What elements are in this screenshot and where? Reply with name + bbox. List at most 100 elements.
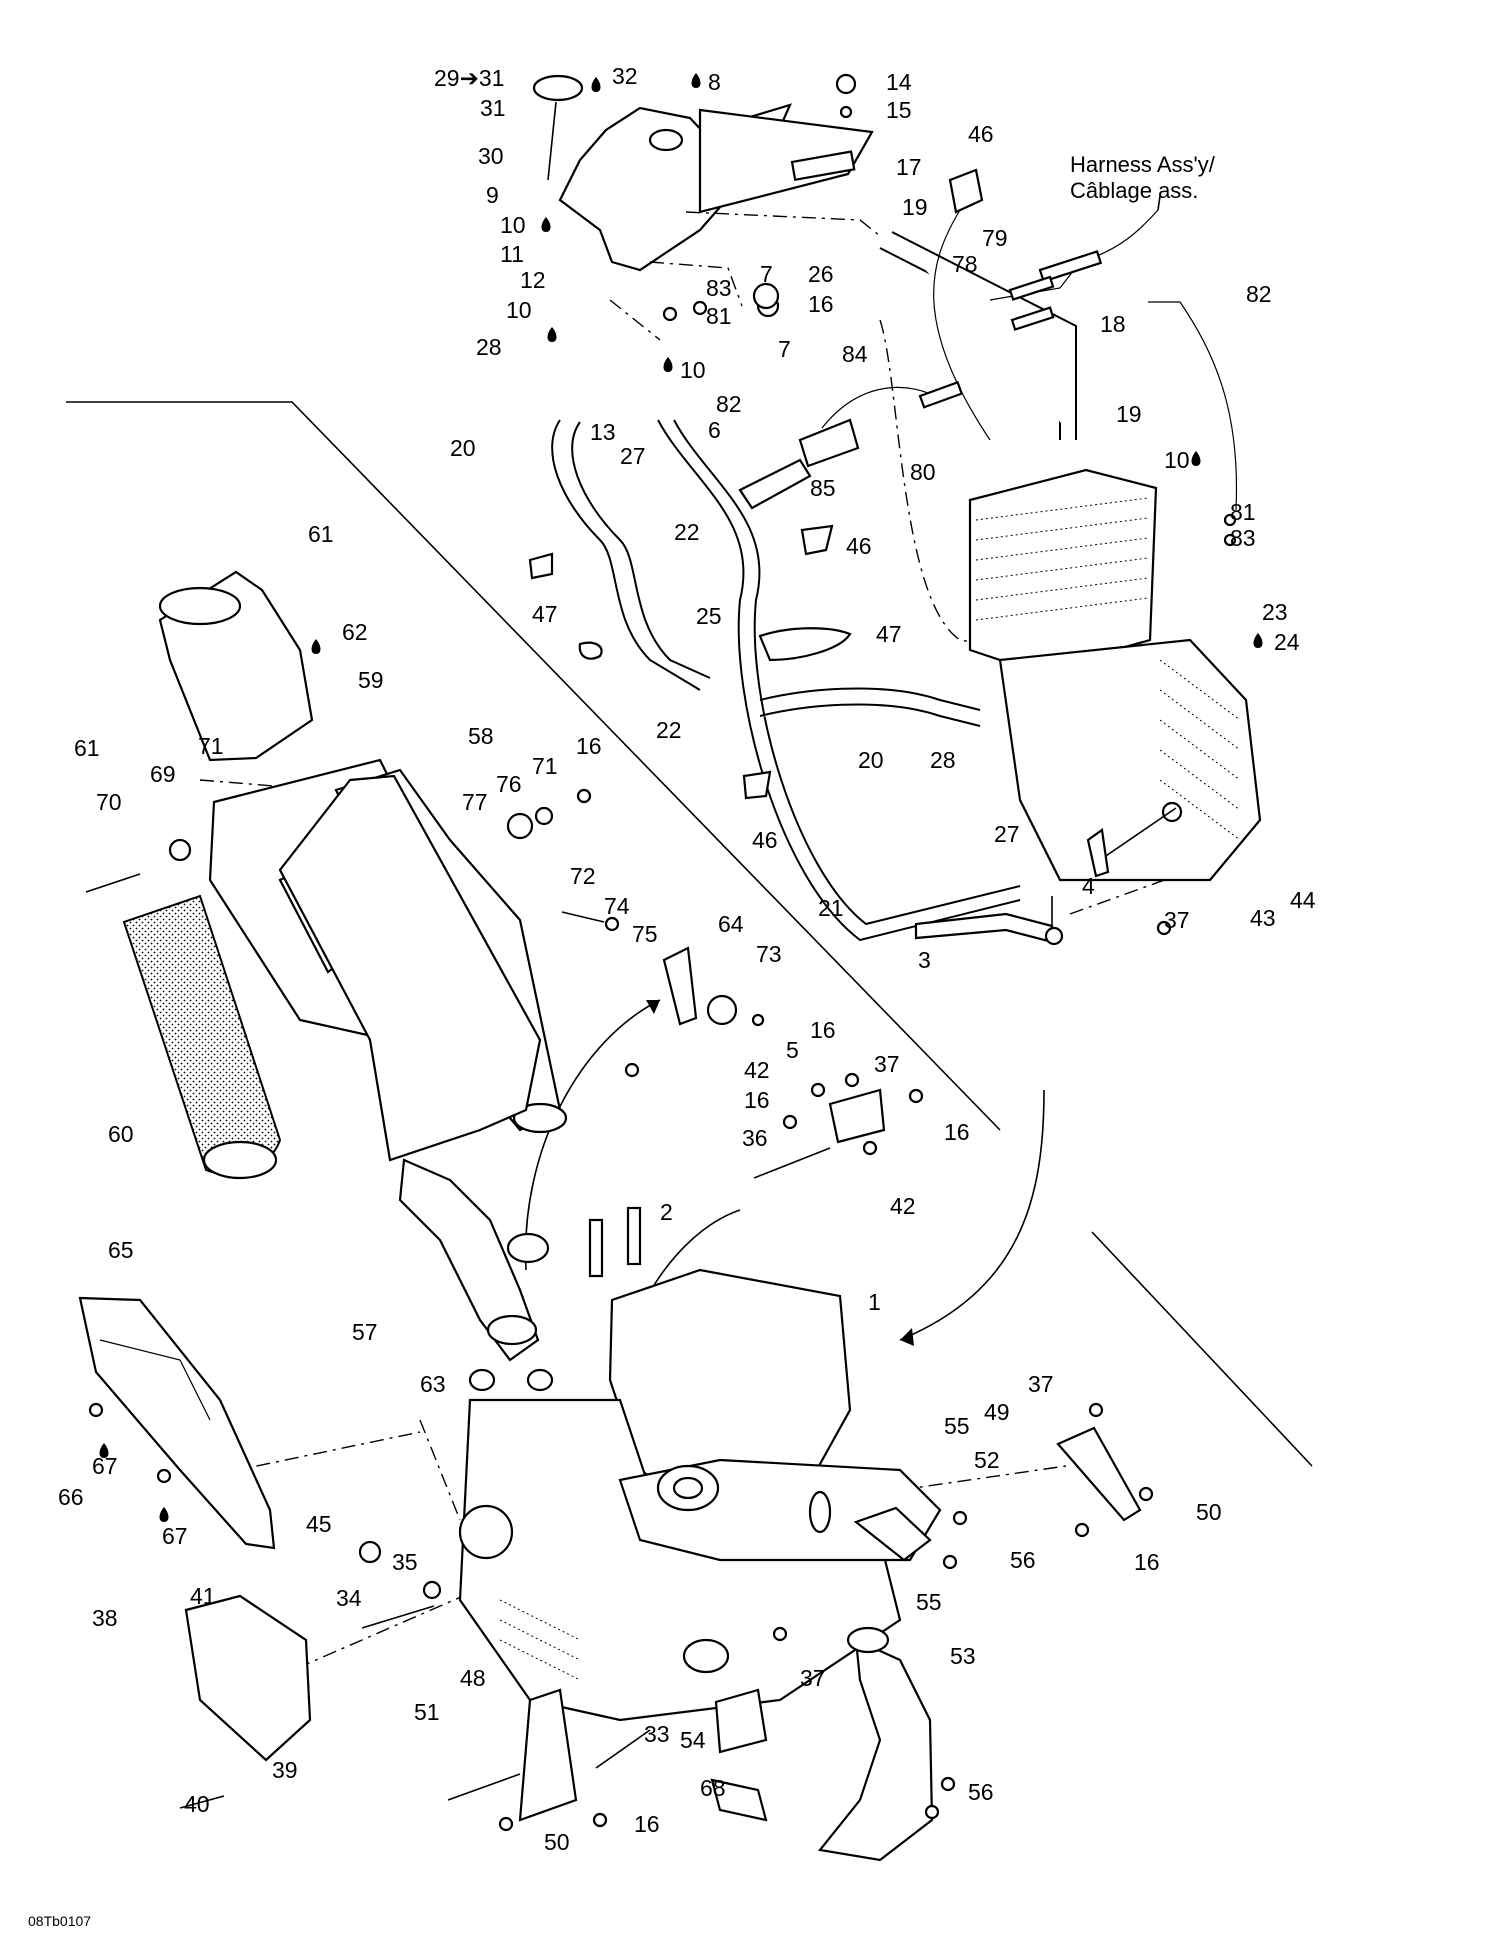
callout-c16d: 16 [744, 1087, 770, 1113]
callout-c13: 13 [590, 419, 616, 445]
callout-c46c: 46 [752, 827, 778, 853]
callout-c24: 24 [1274, 629, 1300, 655]
oil-tank [532, 73, 874, 272]
oil-drop-icon [1191, 451, 1201, 466]
callout-c83b: 83 [1230, 525, 1256, 551]
silencer-assembly [122, 570, 568, 1180]
callout-c56b: 56 [968, 1779, 994, 1805]
callout-c16g: 16 [634, 1811, 660, 1837]
oil-drop-icon [311, 639, 321, 654]
callout-c50b: 50 [544, 1829, 570, 1855]
callout-c63: 63 [420, 1371, 446, 1397]
heat-shield [78, 1296, 276, 1550]
callout-c3: 3 [918, 947, 931, 973]
frame-lines [66, 401, 1313, 1467]
callout-c26: 26 [808, 261, 834, 287]
callout-c43: 43 [1250, 905, 1276, 931]
callout-c82b: 82 [716, 391, 742, 417]
engine-block [458, 1268, 942, 1722]
callout-c4: 4 [1082, 873, 1095, 899]
callout-c65: 65 [108, 1237, 134, 1263]
callout-c51: 51 [414, 1699, 440, 1725]
exhaust-elbows [808, 1490, 934, 1862]
callout-c85: 85 [810, 475, 836, 501]
oil-drop-icon [1253, 633, 1263, 648]
oil-drop-icon [663, 357, 673, 372]
callout-c77: 77 [462, 789, 488, 815]
callout-c79: 79 [982, 225, 1008, 251]
callout-c47b: 47 [876, 621, 902, 647]
oil-drop-icon [541, 217, 551, 232]
callout-c29: 29➔31 [434, 65, 504, 91]
callout-c59: 59 [358, 667, 384, 693]
callout-c76: 76 [496, 771, 522, 797]
callout-c84: 84 [842, 341, 868, 367]
callout-c46b: 46 [846, 533, 872, 559]
callout-c16c: 16 [810, 1017, 836, 1043]
callout-c36: 36 [742, 1125, 768, 1151]
callout-c58: 58 [468, 723, 494, 749]
callout-c31a: 31 [480, 95, 506, 121]
callout-c37b: 37 [874, 1051, 900, 1077]
callout-c2: 2 [660, 1199, 673, 1225]
callout-c28a: 28 [476, 334, 502, 360]
callout-c42a: 42 [744, 1057, 770, 1083]
callout-c8: 8 [708, 69, 721, 95]
callout-c55b: 55 [916, 1589, 942, 1615]
oil-drop-icon [547, 327, 557, 342]
callout-c11: 11 [500, 241, 524, 267]
callout-c35: 35 [392, 1549, 418, 1575]
harness-note-line1: Harness Ass'y/ [1070, 152, 1216, 177]
oil-drop-icon [99, 1443, 109, 1458]
callout-c38: 38 [92, 1605, 118, 1631]
callout-c72: 72 [570, 863, 596, 889]
callout-c10b: 10 [506, 297, 532, 323]
wire-ties [528, 524, 852, 800]
oil-hoses-upper [551, 168, 1238, 942]
callout-c30: 30 [478, 143, 504, 169]
callout-c44: 44 [1290, 887, 1316, 913]
callout-c19a: 19 [902, 194, 928, 220]
callout-c16f: 16 [1134, 1549, 1160, 1575]
callout-c81b: 81 [1230, 499, 1256, 525]
callout-c81a: 81 [706, 303, 732, 329]
callout-c28b: 28 [930, 747, 956, 773]
callout-c70: 70 [96, 789, 122, 815]
callout-c7a: 7 [760, 261, 773, 287]
callout-c62: 62 [342, 619, 368, 645]
callout-c46a: 46 [968, 121, 994, 147]
callout-c40: 40 [184, 1791, 210, 1817]
callout-c15: 15 [886, 97, 912, 123]
callout-c32: 32 [612, 63, 638, 89]
callout-c67b: 67 [162, 1523, 188, 1549]
callout-c53: 53 [950, 1643, 976, 1669]
callout-c56a: 56 [1010, 1547, 1036, 1573]
callout-c68: 68 [700, 1775, 726, 1801]
callout-c5: 5 [786, 1037, 799, 1063]
spark-plugs [588, 1206, 642, 1278]
callout-c1: 1 [868, 1289, 881, 1315]
callout-c23: 23 [1262, 599, 1288, 625]
callout-c49: 49 [984, 1399, 1010, 1425]
callout-c10a: 10 [500, 212, 526, 238]
callout-c73: 73 [756, 941, 782, 967]
callout-c27b: 27 [994, 821, 1020, 847]
callout-c48: 48 [460, 1665, 486, 1691]
callout-c37c: 37 [1028, 1371, 1054, 1397]
callout-c33: 33 [644, 1721, 670, 1747]
drawing-code: 08Tb0107 [28, 1913, 91, 1929]
callout-c78: 78 [952, 251, 978, 277]
callout-c55a: 55 [944, 1413, 970, 1439]
callout-c60: 60 [108, 1121, 134, 1147]
callout-c22b: 22 [656, 717, 682, 743]
callout-c34: 34 [336, 1585, 362, 1611]
callout-c80: 80 [910, 459, 936, 485]
callout-c10d: 10 [1164, 447, 1190, 473]
oil-drop-icon [591, 77, 601, 92]
exhaust-pipes [398, 1158, 554, 1392]
shift-lever [914, 896, 1064, 946]
callout-c61a: 61 [308, 521, 334, 547]
brackets [184, 1088, 1142, 1822]
callout-c16a: 16 [808, 291, 834, 317]
